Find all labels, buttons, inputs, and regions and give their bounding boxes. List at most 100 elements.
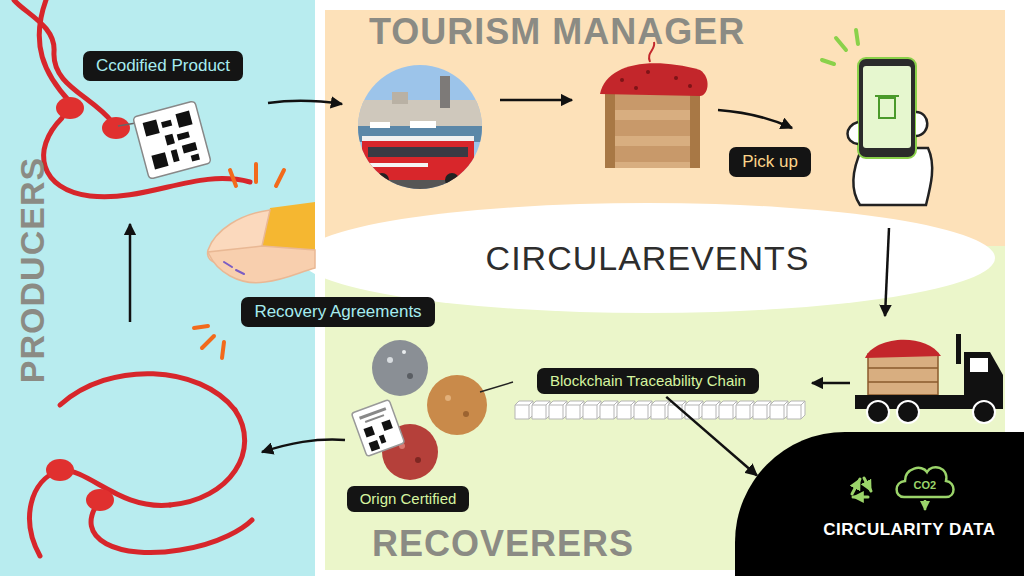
recovered-material xyxy=(445,395,451,401)
earphones-top xyxy=(171,149,180,162)
handshake-icon xyxy=(194,326,208,328)
flow-arrow xyxy=(885,228,889,316)
blockchain-blocks xyxy=(736,401,754,419)
recycle-icon xyxy=(852,478,871,497)
recovered-material xyxy=(402,350,406,354)
earphones-top xyxy=(161,120,172,128)
crate xyxy=(605,94,700,110)
recovered-material xyxy=(369,440,381,452)
node-text: CIRCULAREVENTS xyxy=(486,239,810,278)
bus-photo xyxy=(445,173,459,187)
earphones-bottom xyxy=(170,410,245,505)
blockchain-blocks xyxy=(515,401,805,419)
earphones-top xyxy=(14,0,250,197)
icon-label-holder: CO2 xyxy=(914,480,937,491)
bus-photo xyxy=(356,63,484,193)
icon-label: CO2 xyxy=(914,480,937,491)
recovered-material xyxy=(379,434,386,443)
crate xyxy=(600,42,708,168)
bus-photo xyxy=(370,122,390,128)
label-pill: Recovery Agreements xyxy=(241,297,434,326)
recovered-material xyxy=(372,340,428,396)
node-text: Blockchain Traceability Chain xyxy=(550,372,746,391)
earphones-bottom xyxy=(86,489,114,511)
node-text: Pick up xyxy=(742,151,798,172)
phone-app xyxy=(879,98,895,118)
phone-app xyxy=(856,30,858,44)
blockchain-blocks xyxy=(549,401,567,419)
earphones-top xyxy=(133,101,211,179)
bus-photo xyxy=(356,126,484,142)
truck xyxy=(865,340,941,358)
recycle-icon xyxy=(864,478,871,491)
handshake-icon xyxy=(254,164,258,182)
blockchain-blocks xyxy=(787,401,805,419)
recovered-material xyxy=(351,400,404,457)
earphones-top xyxy=(191,154,200,162)
handshake-icon xyxy=(276,170,284,186)
handshake-icon xyxy=(230,170,236,186)
bus-photo xyxy=(362,140,474,180)
phone-app xyxy=(836,38,846,50)
data-blob: CIRCULARITY DATA xyxy=(735,432,1024,576)
phone-app xyxy=(875,95,899,97)
truck xyxy=(897,401,919,423)
phone-app xyxy=(858,58,916,158)
earphones-bottom xyxy=(30,374,252,556)
region-heading: RECOVERERS xyxy=(372,526,634,562)
recovered-material xyxy=(351,400,404,457)
handshake-icon xyxy=(202,336,214,348)
recovered-material xyxy=(359,407,386,419)
bus-photo xyxy=(356,100,484,130)
crate xyxy=(688,84,692,88)
recovered-material xyxy=(463,411,469,417)
bus-photo xyxy=(362,136,474,141)
blockchain-blocks xyxy=(566,401,584,419)
crate xyxy=(634,86,638,90)
earphones-top xyxy=(165,134,175,146)
flow-arrow xyxy=(500,99,572,102)
blob-shape xyxy=(735,432,1024,576)
truck xyxy=(973,401,995,423)
node-text: Recovery Agreements xyxy=(254,301,421,322)
blockchain-blocks xyxy=(634,401,652,419)
flow-arrow xyxy=(812,382,850,385)
crate xyxy=(600,63,708,96)
phone-app xyxy=(916,112,927,136)
recovered-material xyxy=(387,357,393,363)
crate xyxy=(605,146,700,162)
bus-photo xyxy=(410,121,436,128)
node-text: CIRCULARITY DATA xyxy=(823,520,995,540)
bus-photo xyxy=(368,163,428,167)
handshake-icon xyxy=(224,262,232,267)
recovered-material xyxy=(351,340,513,480)
handshake-icon xyxy=(194,164,315,358)
blockchain-blocks xyxy=(583,401,601,419)
co2-cloud-icon xyxy=(897,467,954,510)
blockchain-blocks xyxy=(617,401,635,419)
earphones-bottom xyxy=(91,500,252,553)
recovered-material xyxy=(480,382,513,392)
earphones-top xyxy=(56,97,84,119)
crate xyxy=(649,42,654,62)
flow-arrow xyxy=(130,100,889,452)
truck xyxy=(868,354,938,395)
recovered-material xyxy=(427,375,487,435)
crate xyxy=(690,88,700,168)
truck xyxy=(970,358,988,372)
handshake-icon xyxy=(262,202,315,250)
recovered-material xyxy=(365,414,384,423)
blockchain-blocks xyxy=(651,401,669,419)
crate xyxy=(674,76,678,80)
earphones-top xyxy=(175,111,192,128)
phone-app xyxy=(863,66,911,148)
truck xyxy=(868,381,938,383)
phone-app xyxy=(822,60,834,64)
crate xyxy=(605,88,615,168)
earphones-top xyxy=(102,117,130,139)
truck xyxy=(868,367,938,369)
flow-connector xyxy=(666,397,757,476)
region-heading: TOURISM MANAGER xyxy=(369,14,745,50)
earphones-top xyxy=(14,0,112,122)
